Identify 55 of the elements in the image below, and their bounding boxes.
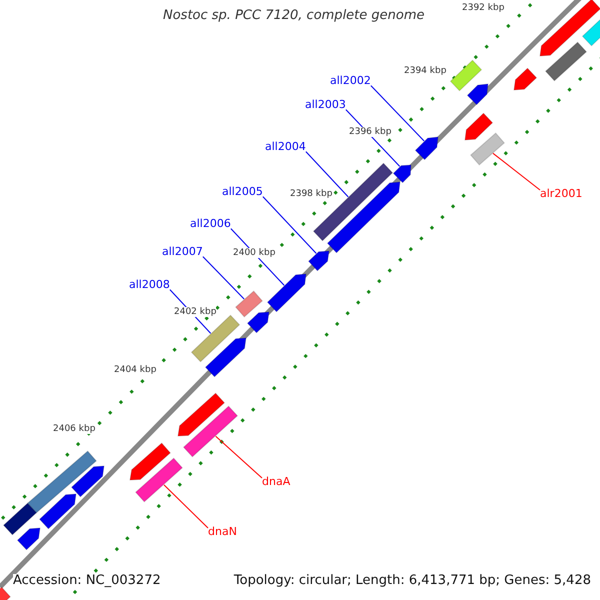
leader-line — [305, 151, 349, 198]
gene-block — [450, 60, 482, 92]
gene-block — [190, 314, 240, 362]
gene-block — [2, 502, 38, 536]
leader-line — [164, 484, 208, 528]
gene-block — [312, 162, 394, 242]
gene-label: all2005 — [222, 186, 263, 199]
tick-label: 2400 kbp — [233, 248, 276, 258]
tick-label: 2406 kbp — [53, 424, 96, 434]
gene-label: dnaN — [208, 526, 237, 539]
gene-block — [182, 406, 238, 458]
gene-block — [539, 0, 600, 57]
gene-block — [204, 337, 247, 378]
gene-block — [308, 250, 330, 272]
gene-block — [544, 42, 588, 82]
gene-block — [513, 68, 538, 91]
gene-block — [135, 458, 183, 502]
tick-label: 2402 kbp — [174, 307, 216, 318]
gene-block — [129, 442, 171, 481]
gene-block — [466, 83, 489, 106]
tick-label: 2396 kbp — [349, 127, 392, 138]
leader-line — [370, 85, 425, 142]
gene-block — [235, 290, 263, 318]
tick-label: 2392 kbp — [462, 3, 504, 14]
gene-label: all2006 — [190, 218, 231, 231]
leader-line — [262, 196, 317, 254]
tick-label: 2394 kbp — [404, 66, 446, 76]
gene-block — [266, 273, 307, 312]
gene-label: all2002 — [330, 75, 371, 88]
gene-block — [177, 392, 226, 437]
genome-info-text: Topology: circular; Length: 6,413,771 bp; Genes: 5,428 — [234, 574, 591, 589]
title: Nostoc sp. PCC 7120, complete genome — [163, 9, 425, 24]
gene-label: all2004 — [265, 141, 306, 154]
gene-label: all2003 — [305, 99, 346, 112]
gene-block — [38, 493, 77, 530]
gene-block — [582, 18, 600, 46]
gene-label: dnaA — [262, 476, 290, 489]
gene-block — [70, 465, 105, 498]
gene-block — [470, 132, 505, 166]
leader-line — [492, 152, 540, 190]
gene-block — [392, 164, 412, 184]
gene-block — [464, 112, 494, 141]
gene-label: all2007 — [162, 246, 203, 259]
tick-label: 2398 kbp — [290, 189, 332, 200]
gene-block — [414, 136, 439, 160]
gene-block — [16, 527, 41, 550]
gene-label: alr2001 — [540, 188, 582, 201]
leader-line — [215, 436, 262, 478]
gene-block — [27, 450, 97, 514]
gene-block — [0, 586, 11, 600]
gene-block — [246, 311, 270, 334]
leader-line — [202, 256, 245, 300]
gene-label: all2008 — [129, 279, 170, 292]
accession-text: Accession: NC_003272 — [13, 574, 161, 589]
tick-label: 2404 kbp — [114, 365, 156, 376]
